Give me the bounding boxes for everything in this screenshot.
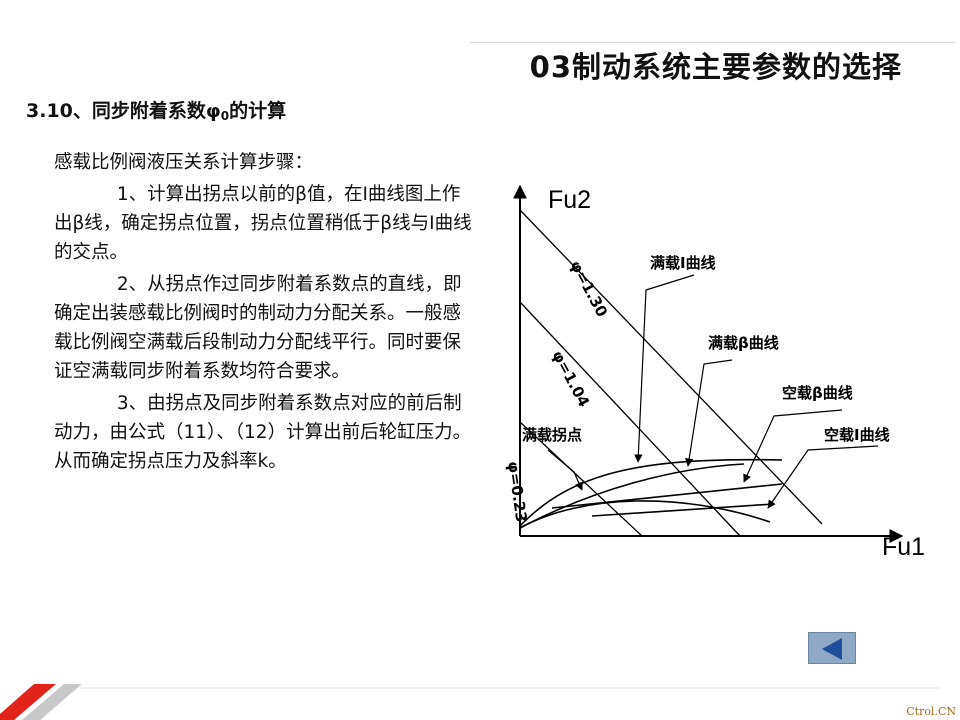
empty-load-beta-curve (551, 483, 783, 509)
callout-empty-load-i: 空载I曲线 (824, 426, 890, 444)
intro-line: 感载比例阀液压关系计算步骤： (54, 152, 314, 173)
axes (513, 184, 904, 543)
triangle-left-icon (822, 638, 842, 660)
callout-leaders (547, 274, 879, 509)
phi-label-0-23: φ=0.23 (504, 460, 530, 523)
phi-line-0-23 (519, 421, 643, 537)
title-rule (470, 42, 955, 43)
step-1: 1、计算出拐点以前的β值，在I曲线图上作出β线，确定拐点位置，拐点位置稍低于β线… (54, 184, 472, 263)
section-heading-subscript: 0 (220, 109, 230, 123)
back-button[interactable] (808, 632, 856, 664)
footer-stripes (0, 684, 940, 720)
callout-full-load-beta: 满载β曲线 (708, 334, 779, 352)
phi-label-1-30: φ=1.30 (566, 257, 611, 320)
full-load-i-curve (519, 458, 783, 527)
leader-empty-beta (743, 409, 843, 483)
phi-line-1-04 (519, 301, 741, 537)
leader-full-beta (685, 359, 733, 467)
empty-load-i-curve (519, 500, 771, 529)
phi-lines (519, 209, 823, 537)
phi-line-1-30 (519, 209, 823, 525)
body-text: 感载比例阀液压关系计算步骤： 1、计算出拐点以前的β值，在I曲线图上作出β线，确… (54, 148, 474, 479)
step-3: 3、由拐点及同步附着系数点对应的前后制动力，由公式（11）、（12）计算出前后轮… (54, 393, 472, 472)
x-axis-label: Fu1 (882, 533, 925, 561)
callout-full-load-i: 满载I曲线 (650, 254, 716, 272)
section-heading-main: 3.10、同步附着系数φ (26, 100, 221, 122)
full-load-beta-curve (519, 463, 745, 529)
watermark: Ctrol.CN (906, 705, 956, 718)
leader-knee (547, 449, 583, 491)
step-2: 2、从拐点作过同步附着系数点的直线，即确定出装感载比例阀时的制动力分配关系。一般… (54, 274, 462, 382)
curves (519, 458, 783, 529)
leader-empty-i (767, 445, 879, 509)
slide-title: 03制动系统主要参数的选择 (529, 50, 902, 84)
gray-stripe (22, 684, 82, 720)
red-stripe (0, 684, 56, 720)
empty-load-beta-lower (591, 503, 775, 517)
y-axis-label: Fu2 (548, 186, 591, 214)
section-heading-tail: 的计算 (229, 100, 287, 122)
callout-empty-load-beta: 空载β曲线 (782, 384, 853, 402)
brake-force-diagram: Fu2 Fu1 满载I曲线 满载β曲线 空载β曲线 空载I曲线 满载拐点 φ=1… (504, 184, 925, 561)
leader-full-i (634, 274, 695, 463)
section-heading: 3.10、同步附着系数φ0的计算 (26, 96, 286, 123)
callout-full-load-knee: 满载拐点 (522, 426, 582, 444)
